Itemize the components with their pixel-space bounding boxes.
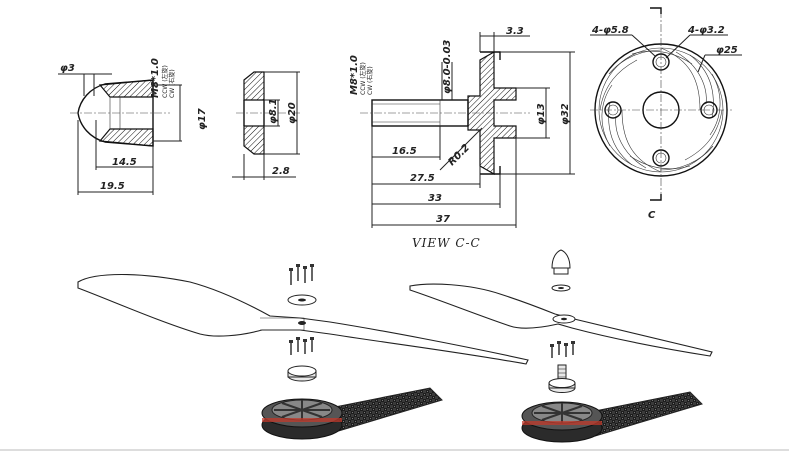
holes-small-label: 4-φ3.2	[687, 25, 725, 36]
nut-dia17-label: φ17	[197, 108, 208, 130]
adapter-thread-label: M8*1.0	[349, 55, 360, 95]
prop-adapter-section: M8*1.0 CCW (左旋) CW (右旋) φ8.0-0.03 3.3 φ1…	[349, 26, 575, 250]
adapter-dia32-label: φ32	[560, 103, 571, 125]
adapter-dia13-label: φ13	[536, 103, 547, 125]
nut-thread-label: M8*1.0	[150, 58, 161, 98]
spinner-nut-section: φ3 M8*1.0 CCW (左旋) CW (右旋) φ17 14.5 19.5	[58, 58, 208, 195]
adapter-flange-thk-label: 3.3	[506, 26, 524, 37]
view-label: VIEW C-C	[412, 236, 481, 250]
adapter-shaft-label: φ8.0-0.03	[442, 40, 453, 94]
nut-len-14-5-label: 14.5	[112, 157, 137, 168]
nut-cw-label: CW (右旋)	[168, 69, 176, 98]
adapter-27-5-label: 27.5	[410, 173, 435, 184]
adapter-ccw-label: CCW (左旋)	[359, 62, 367, 95]
adapter-33-label: 33	[428, 193, 442, 204]
nut-ccw-label: CCW (左旋)	[161, 65, 169, 98]
screw-set-bottom-left	[289, 337, 314, 355]
adapter-16-5-label: 16.5	[392, 146, 417, 157]
exploded-view-left	[77, 264, 529, 440]
adapter-cw-label: CW (右旋)	[366, 66, 374, 95]
adapter-radius-label: R0.2	[446, 142, 472, 168]
adapter-disc-front-view: C 4-φ5.8 4-φ3.2 φ25	[590, 7, 742, 221]
screw-set-right	[550, 341, 575, 358]
washer-dia8-1-label: φ8.1	[268, 98, 279, 124]
nut-len-19-5-label: 19.5	[100, 181, 125, 192]
holes-large-label: 4-φ5.8	[591, 25, 629, 36]
section-mark-label: C	[648, 210, 656, 221]
adapter-37-label: 37	[436, 214, 450, 225]
disc-dia-label: φ25	[716, 45, 738, 56]
screw-set-top-left	[289, 264, 314, 285]
washer-dia20-label: φ20	[287, 102, 298, 124]
propeller-blade-long	[77, 274, 529, 365]
exploded-view-right	[409, 249, 713, 443]
washer-section: φ8.1 φ20 2.8	[232, 71, 300, 180]
washer-thk-label: 2.8	[272, 166, 290, 177]
nut-tip-dia-label: φ3	[60, 63, 75, 74]
